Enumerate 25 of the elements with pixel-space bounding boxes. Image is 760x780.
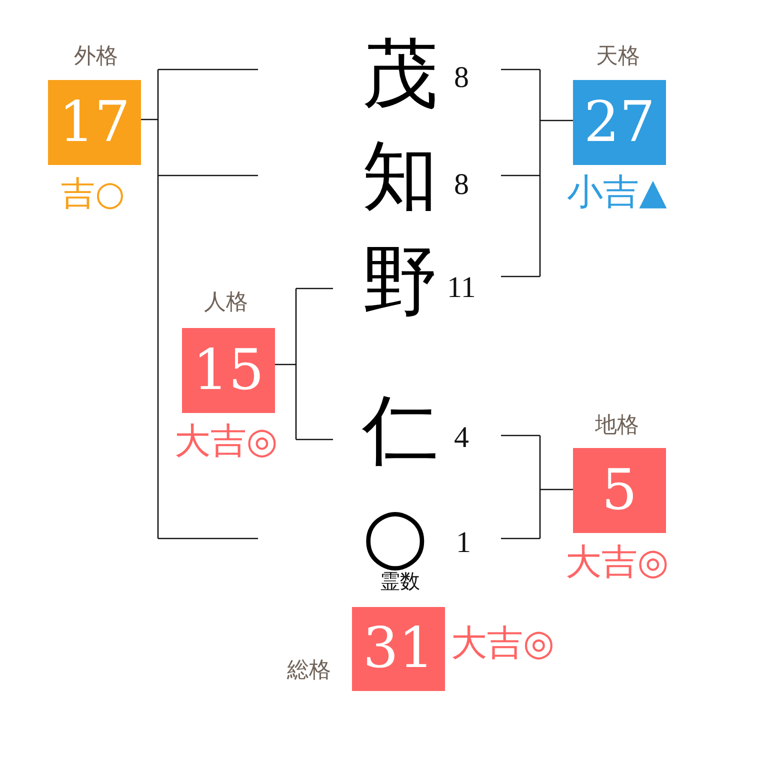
score-tile: 5 xyxy=(573,448,666,533)
name-character: 茂 xyxy=(362,36,438,112)
fortune-rating: 大吉◎ xyxy=(565,545,669,581)
name-character: 仁 xyxy=(362,392,438,468)
stroke-count: 4 xyxy=(454,423,469,453)
name-character: ○ xyxy=(362,497,428,573)
name-character: 知 xyxy=(362,138,438,214)
fortune-rating: 小吉▲ xyxy=(567,175,667,211)
name-character: 野 xyxy=(362,243,438,319)
score-tile: 17 xyxy=(48,80,141,165)
stroke-count: 11 xyxy=(447,273,476,303)
score-tile: 27 xyxy=(573,80,666,165)
stroke-count: 8 xyxy=(454,170,469,200)
fortune-rating: 大吉◎ xyxy=(174,424,278,460)
score-tile: 15 xyxy=(182,328,275,413)
fortune-rating: 大吉◎ xyxy=(451,626,554,662)
score-tile: 31 xyxy=(352,607,445,691)
grade-heading: 人格 xyxy=(204,292,248,314)
grade-heading: 地格 xyxy=(595,415,639,437)
stroke-count: 1 xyxy=(456,528,471,558)
stroke-count: 8 xyxy=(454,63,469,93)
grade-heading: 総格 xyxy=(287,660,331,682)
grade-heading: 天格 xyxy=(596,46,640,68)
fortune-rating: 吉○ xyxy=(61,177,125,211)
grade-heading: 外格 xyxy=(74,46,118,68)
